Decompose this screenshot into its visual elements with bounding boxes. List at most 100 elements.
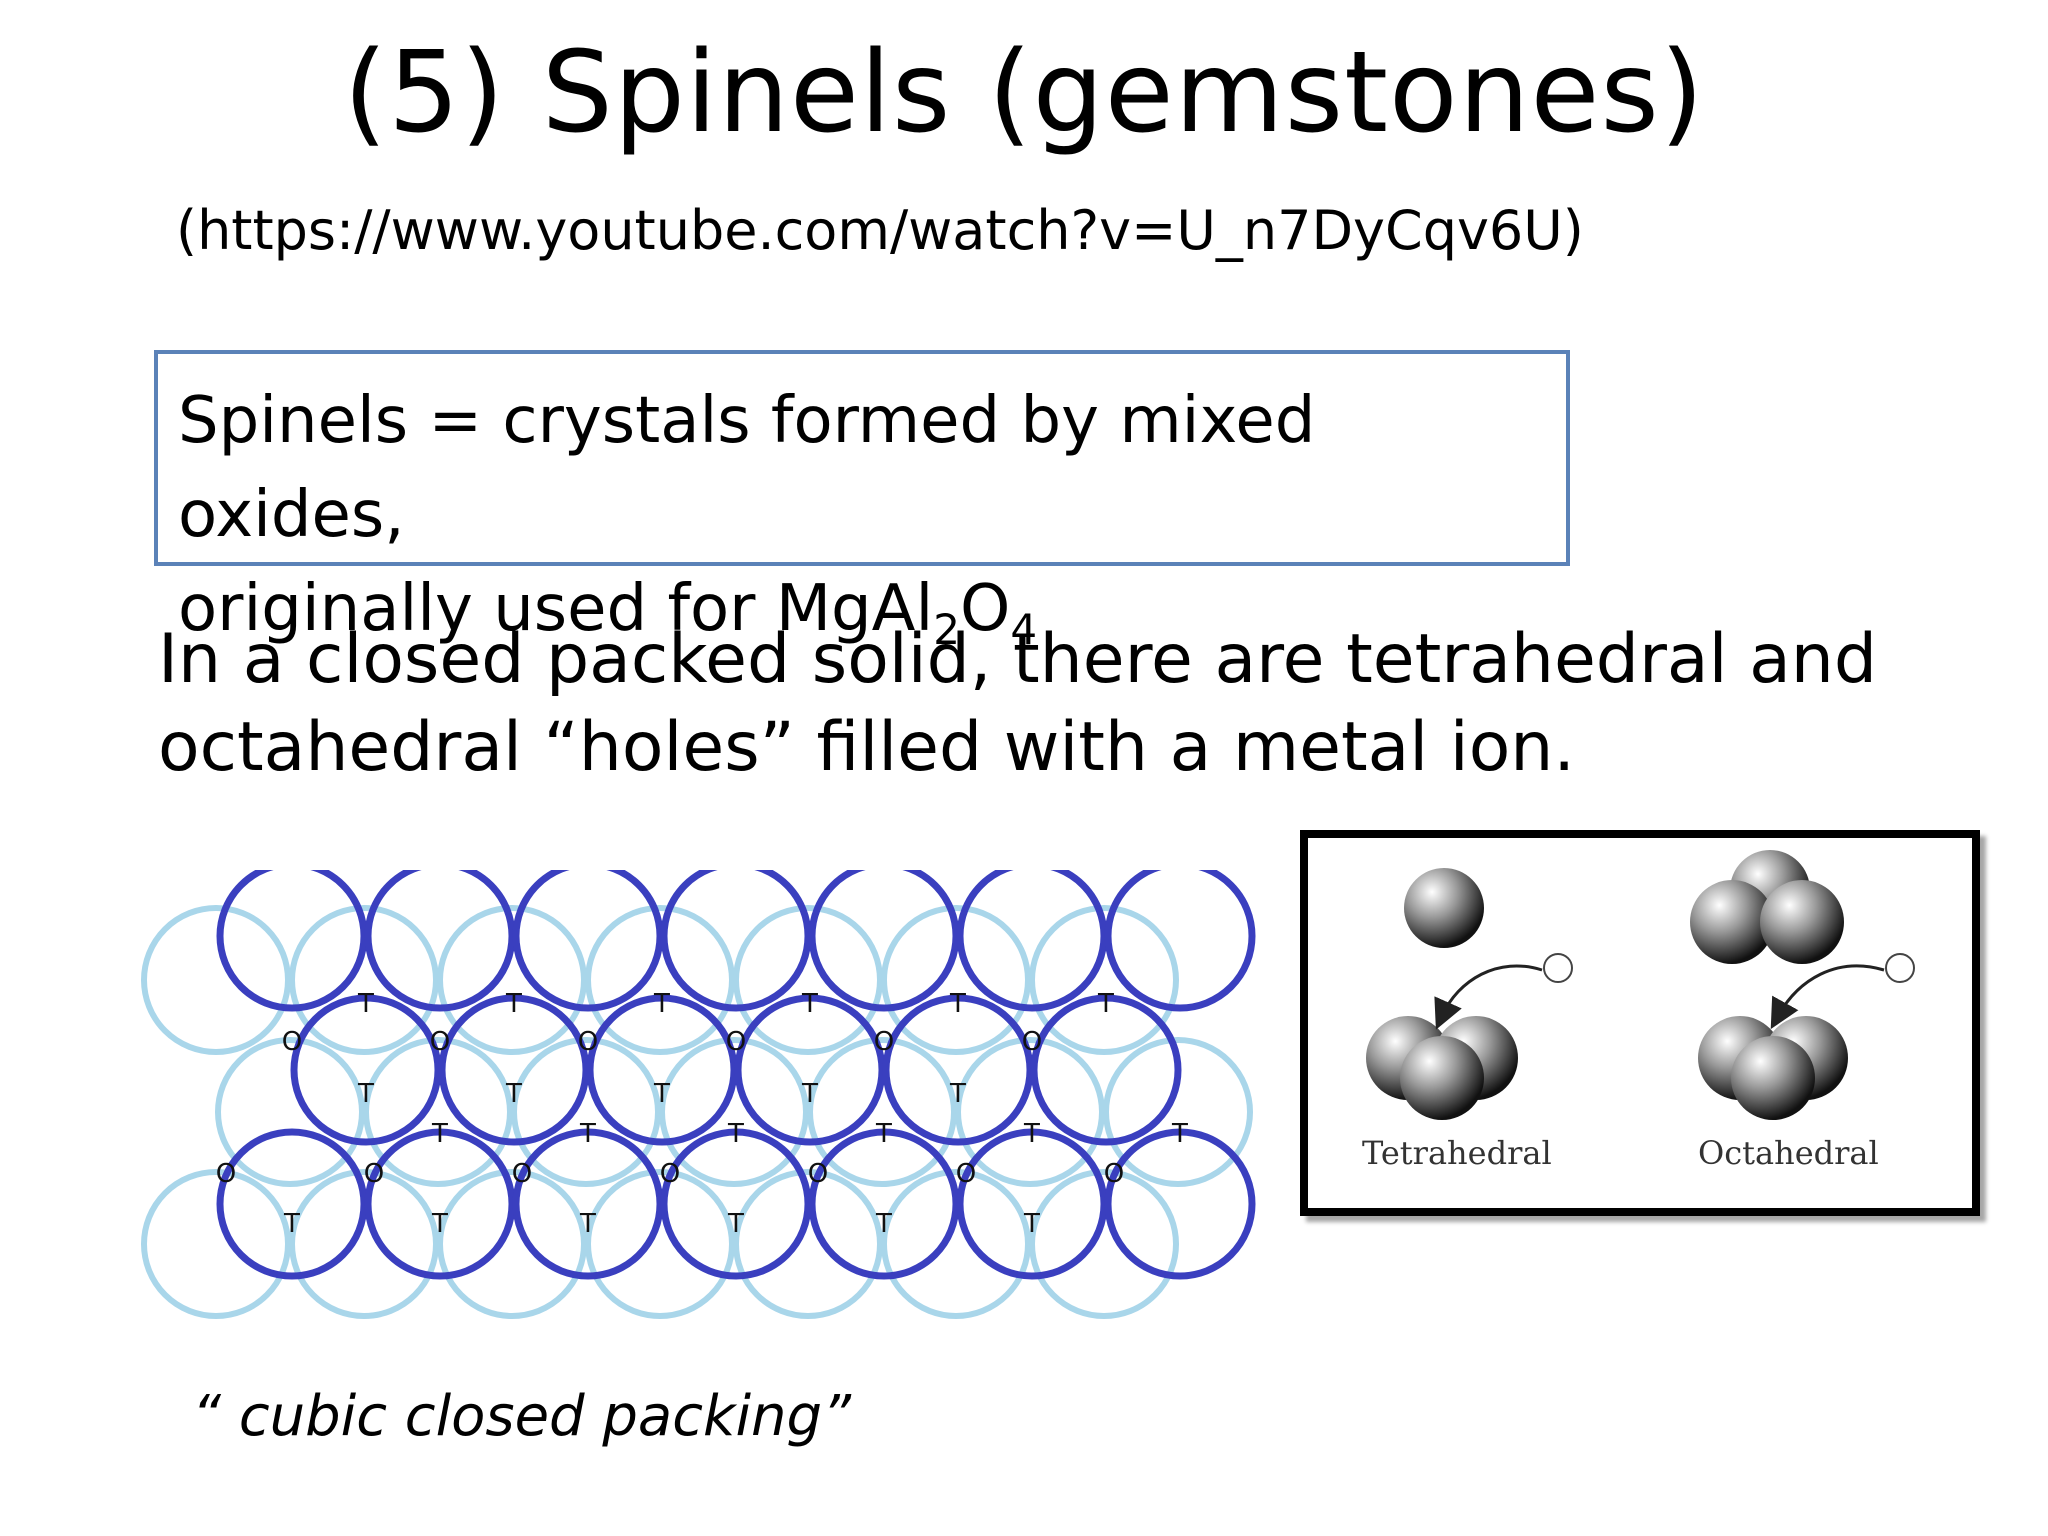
- octa-arrow: [1770, 964, 1885, 1030]
- tetra-ion: [1543, 953, 1573, 983]
- tetrahedral-hole-mark: T: [949, 989, 966, 1019]
- tetrahedral-hole-mark: T: [1097, 989, 1114, 1019]
- tetrahedral-hole-mark: T: [431, 1209, 448, 1239]
- tetrahedral-hole-mark: T: [579, 1119, 596, 1149]
- back-layer-sphere: [585, 1169, 735, 1319]
- back-layer-sphere: [511, 1037, 661, 1187]
- definition-box: Spinels = crystals formed by mixed oxide…: [154, 350, 1570, 651]
- back-layer-sphere: [289, 905, 439, 1055]
- tetrahedral-hole-mark: T: [505, 989, 522, 1019]
- tetrahedral-hole-mark: T: [357, 1079, 374, 1109]
- back-layer-sphere: [585, 905, 735, 1055]
- front-layer-sphere: [808, 1128, 960, 1280]
- tetrahedral-label: Tetrahedral: [1362, 1134, 1552, 1172]
- definition-line-2-text: originally used for MgAl: [178, 572, 934, 646]
- tetrahedral-hole-mark: T: [727, 1119, 744, 1149]
- back-layer-sphere: [659, 1037, 809, 1187]
- octahedral-hole-mark: O: [956, 1159, 976, 1189]
- tetrahedral-hole-mark: T: [875, 1209, 892, 1239]
- back-layer-sphere: [141, 1169, 291, 1319]
- tetrahedral-hole-mark: T: [431, 1119, 448, 1149]
- front-layer-sphere: [956, 870, 1108, 1012]
- tetrahedral-hole-mark: T: [801, 989, 818, 1019]
- octa-top-sphere-right: [1760, 880, 1844, 964]
- back-layer-sphere: [733, 905, 883, 1055]
- octahedral-hole-mark: O: [578, 1027, 598, 1057]
- slide-title: (5) Spinels (gemstones): [343, 28, 1705, 158]
- tetrahedral-hole-mark: T: [801, 1079, 818, 1109]
- octahedral-hole-mark: O: [282, 1027, 302, 1057]
- tetra-top-sphere: [1404, 868, 1484, 948]
- back-layer-sphere: [733, 1169, 883, 1319]
- paragraph-line-2: octahedral “holes” filled with a metal i…: [158, 708, 1576, 787]
- tetrahedral-hole-mark: T: [727, 1209, 744, 1239]
- back-layer-sphere: [1029, 1169, 1179, 1319]
- tetrahedral-hole-mark: T: [505, 1079, 522, 1109]
- paragraph-line-1: In a closed packed solid, there are tetr…: [158, 620, 1878, 699]
- front-layer-sphere: [216, 870, 368, 1012]
- subscript-4: 4: [1010, 605, 1038, 654]
- definition-line-2: originally used for MgAl2O4: [178, 562, 1546, 656]
- octahedral-hole-mark: O: [430, 1027, 450, 1057]
- octahedral-hole-mark: O: [808, 1159, 828, 1189]
- front-layer-sphere: [882, 994, 1034, 1146]
- back-layer-sphere: [141, 905, 291, 1055]
- octahedral-hole-mark: O: [726, 1027, 746, 1057]
- octahedral-label: Octahedral: [1698, 1134, 1879, 1172]
- octa-top-sphere-left: [1690, 880, 1774, 964]
- octa-base-sphere-front: [1731, 1036, 1815, 1120]
- back-layer-sphere: [881, 905, 1031, 1055]
- front-layer-sphere: [512, 870, 664, 1012]
- front-layer-sphere: [364, 1128, 516, 1280]
- front-layer-sphere: [586, 994, 738, 1146]
- holes-illustration: [1366, 850, 1915, 1120]
- front-layer-sphere: [956, 1128, 1108, 1280]
- octahedral-hole-mark: O: [216, 1159, 236, 1189]
- subscript-2: 2: [933, 605, 960, 654]
- holes-illustration-panel: Tetrahedral Octahedral: [1300, 830, 1980, 1216]
- octahedral-hole-mark: O: [1104, 1159, 1124, 1189]
- tetrahedral-hole-mark: T: [653, 989, 670, 1019]
- front-layer-sphere: [1030, 994, 1182, 1146]
- front-layer-sphere: [290, 994, 442, 1146]
- oxygen-symbol: O: [959, 572, 1011, 646]
- front-layer-sphere: [1104, 1128, 1256, 1280]
- tetra-arrow: [1434, 964, 1543, 1030]
- back-layer-sphere: [881, 1169, 1031, 1319]
- holes-paragraph: In a closed packed solid, there are tetr…: [158, 616, 2018, 792]
- front-layer-sphere: [808, 870, 960, 1012]
- tetrahedral-hole-mark: T: [653, 1079, 670, 1109]
- back-layer-sphere: [437, 1169, 587, 1319]
- back-layer-sphere: [215, 1037, 365, 1187]
- front-layer-sphere: [734, 994, 886, 1146]
- tetrahedral-hole-mark: T: [1023, 1119, 1040, 1149]
- octa-ion: [1885, 953, 1915, 983]
- tetrahedral-hole-mark: T: [1023, 1209, 1040, 1239]
- back-layer-sphere: [807, 1037, 957, 1187]
- front-layer-sphere: [438, 994, 590, 1146]
- tetrahedral-hole-mark: T: [1171, 1119, 1188, 1149]
- definition-line-1: Spinels = crystals formed by mixed oxide…: [178, 384, 1316, 552]
- tetrahedral-hole-mark: T: [579, 1209, 596, 1239]
- video-link[interactable]: (https://www.youtube.com/watch?v=U_n7DyC…: [176, 199, 1584, 262]
- front-layer-sphere: [660, 870, 812, 1012]
- octahedral-hole-mark: O: [874, 1027, 894, 1057]
- back-layer-sphere: [363, 1037, 513, 1187]
- front-layer-sphere: [216, 1128, 368, 1280]
- tetrahedral-hole-mark: T: [875, 1119, 892, 1149]
- back-layer-sphere: [437, 905, 587, 1055]
- back-layer-sphere: [1103, 1037, 1253, 1187]
- back-layer-sphere: [1029, 905, 1179, 1055]
- octahedral-hole-mark: O: [660, 1159, 680, 1189]
- packing-caption: “ cubic closed packing”: [192, 1384, 852, 1449]
- octahedral-hole-mark: O: [1022, 1027, 1042, 1057]
- tetrahedral-hole-mark: T: [283, 1209, 300, 1239]
- back-layer-sphere: [289, 1169, 439, 1319]
- front-layer-sphere: [1104, 870, 1256, 1012]
- tetra-base-sphere-front: [1400, 1036, 1484, 1120]
- tetrahedral-hole-mark: T: [357, 989, 374, 1019]
- octahedral-hole-mark: O: [364, 1159, 384, 1189]
- back-layer-sphere: [955, 1037, 1105, 1187]
- front-layer-sphere: [364, 870, 516, 1012]
